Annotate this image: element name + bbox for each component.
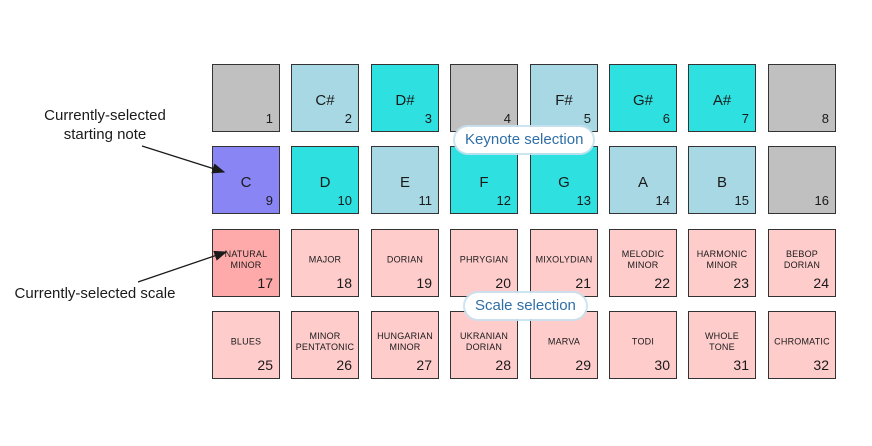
pad-label: BLUES — [230, 336, 262, 347]
scale-selection-label: Scale selection — [465, 293, 586, 319]
pad-number: 7 — [741, 111, 749, 126]
pad-label: G# — [632, 92, 653, 109]
pad-label: HARMONIC MINOR — [696, 249, 748, 270]
pad-number: 4 — [503, 111, 511, 126]
pad-number: 10 — [337, 193, 352, 208]
pad-label: C — [240, 174, 252, 191]
scale-pad[interactable]: BLUES 25 — [212, 311, 280, 379]
pad-number: 6 — [662, 111, 670, 126]
pad-number: 1 — [265, 111, 273, 126]
scale-pad[interactable]: PHRYGIAN 20 — [450, 229, 518, 297]
pad-label: NATURAL MINOR — [224, 249, 268, 270]
pad-number: 2 — [344, 111, 352, 126]
pad-number: 24 — [813, 275, 829, 291]
pad-number: 9 — [265, 193, 273, 208]
pad-number: 12 — [496, 193, 511, 208]
pad-label: WHOLE TONE — [704, 331, 739, 352]
pad-label: MELODIC MINOR — [621, 249, 665, 270]
pad-label: UKRANIAN DORIAN — [459, 331, 509, 352]
note-pad[interactable]: A 14 — [609, 146, 677, 214]
scale-pad[interactable]: BEBOP DORIAN 24 — [768, 229, 836, 297]
scale-pad[interactable]: MELODIC MINOR 22 — [609, 229, 677, 297]
pad-label: CHROMATIC — [774, 336, 830, 347]
pad-number: 15 — [734, 193, 749, 208]
note-pad[interactable]: B 15 — [688, 146, 756, 214]
note-pad[interactable]: C# 2 — [291, 64, 359, 132]
scale-pad[interactable]: WHOLE TONE 31 — [688, 311, 756, 379]
pad-number: 3 — [424, 111, 432, 126]
pad-number: 13 — [576, 193, 591, 208]
pad-label: BEBOP DORIAN — [783, 249, 821, 270]
note-pad[interactable]: F# 5 — [530, 64, 598, 132]
pad-label: PHRYGIAN — [459, 254, 509, 265]
pad-number: 16 — [814, 193, 829, 208]
note-pad[interactable]: 8 — [768, 64, 836, 132]
pad-label: MINOR PENTATONIC — [295, 331, 355, 352]
starting-note-annotation: Currently-selected starting note — [44, 107, 166, 143]
pad-number: 14 — [655, 193, 670, 208]
pad-number: 25 — [257, 357, 273, 373]
pad-label: E — [399, 174, 410, 191]
scale-pad[interactable]: HUNGARIAN MINOR 27 — [371, 311, 439, 379]
note-pad[interactable]: A# 7 — [688, 64, 756, 132]
pad-label: D — [319, 174, 331, 191]
note-pad[interactable]: 1 — [212, 64, 280, 132]
pad-label: C# — [315, 92, 335, 109]
pad-label: TODI — [631, 336, 655, 347]
scale-arrow — [137, 250, 228, 283]
pad-label: D# — [395, 92, 415, 109]
pad-number: 20 — [495, 275, 511, 291]
scale-pad[interactable]: UKRANIAN DORIAN 28 — [450, 311, 518, 379]
pad-number: 27 — [416, 357, 432, 373]
scale-pad[interactable]: MIXOLYDIAN 21 — [530, 229, 598, 297]
pad-label: G — [558, 174, 570, 191]
note-pad[interactable]: G 13 — [530, 146, 598, 214]
pad-number: 28 — [495, 357, 511, 373]
pad-number: 17 — [257, 275, 273, 291]
note-pad[interactable]: E 11 — [371, 146, 439, 214]
note-pad[interactable]: D 10 — [291, 146, 359, 214]
note-pad[interactable]: F 12 — [450, 146, 518, 214]
scale-pad[interactable]: DORIAN 19 — [371, 229, 439, 297]
pad-number: 19 — [416, 275, 432, 291]
pad-label: MAJOR — [308, 254, 342, 265]
note-pad[interactable]: D# 3 — [371, 64, 439, 132]
pad-number: 18 — [336, 275, 352, 291]
scale-pad[interactable]: CHROMATIC 32 — [768, 311, 836, 379]
pad-label: F# — [555, 92, 573, 109]
pad-number: 23 — [733, 275, 749, 291]
pad-number: 29 — [575, 357, 591, 373]
pad-label: DORIAN — [386, 254, 424, 265]
scale-pad[interactable]: HARMONIC MINOR 23 — [688, 229, 756, 297]
note-pad[interactable]: G# 6 — [609, 64, 677, 132]
pad-label: F — [479, 174, 489, 191]
scale-pad[interactable]: MARVA 29 — [530, 311, 598, 379]
pad-number: 31 — [733, 357, 749, 373]
pad-label: A# — [712, 92, 732, 109]
pad-number: 22 — [654, 275, 670, 291]
pad-number: 5 — [583, 111, 591, 126]
pad-number: 8 — [821, 111, 829, 126]
pad-number: 26 — [336, 357, 352, 373]
pad-number: 30 — [654, 357, 670, 373]
starting-note-arrow — [141, 145, 226, 174]
pad-label: A — [637, 174, 648, 191]
pad-number: 21 — [575, 275, 591, 291]
keynote-selection-label: Keynote selection — [455, 127, 594, 153]
scale-pad[interactable]: MINOR PENTATONIC 26 — [291, 311, 359, 379]
note-pad[interactable]: 16 — [768, 146, 836, 214]
pad-number: 11 — [418, 193, 433, 208]
pad-label: MIXOLYDIAN — [535, 254, 593, 265]
scale-pad[interactable]: TODI 30 — [609, 311, 677, 379]
pad-label: MARVA — [547, 336, 581, 347]
pad-number: 32 — [813, 357, 829, 373]
scale-pad[interactable]: NATURAL MINOR 17 — [212, 229, 280, 297]
scale-annotation: Currently-selected scale — [14, 285, 176, 302]
note-pad[interactable]: 4 — [450, 64, 518, 132]
scale-pad[interactable]: MAJOR 18 — [291, 229, 359, 297]
pad-label: HUNGARIAN MINOR — [377, 331, 433, 352]
pad-label: B — [716, 174, 727, 191]
